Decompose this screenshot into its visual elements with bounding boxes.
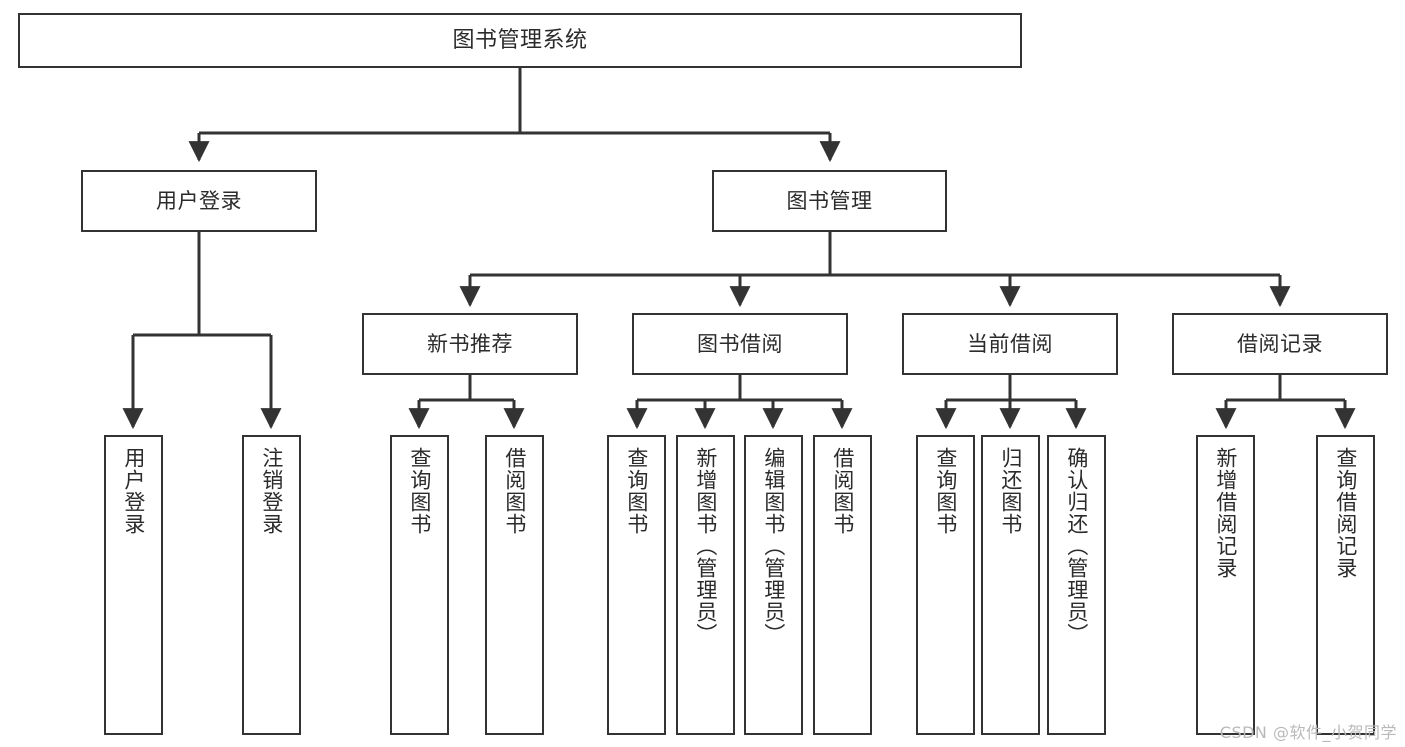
node-borrow-record[interactable]: 借阅记录 <box>1172 313 1388 375</box>
leaf-add-record-label: 新增借阅记录 <box>1213 447 1238 579</box>
leaf-confirm-return-label: 确认归还（管理员） <box>1064 447 1089 645</box>
node-new-book-recommend-label: 新书推荐 <box>427 331 513 356</box>
leaf-return-book-label: 归还图书 <box>998 447 1023 535</box>
node-current-borrow[interactable]: 当前借阅 <box>902 313 1118 375</box>
leaf-borrow-book-2[interactable]: 借阅图书 <box>813 435 872 735</box>
watermark: CSDN @软件_小贺同学 <box>1219 723 1397 742</box>
leaf-borrow-book-2-label: 借阅图书 <box>830 447 855 535</box>
leaf-return-book[interactable]: 归还图书 <box>981 435 1040 735</box>
leaf-query-book-3[interactable]: 查询图书 <box>916 435 975 735</box>
leaf-query-book-1-label: 查询图书 <box>407 447 432 535</box>
node-book-borrow[interactable]: 图书借阅 <box>632 313 848 375</box>
leaf-logout-label: 注销登录 <box>259 447 284 535</box>
leaf-user-login-label: 用户登录 <box>121 447 146 535</box>
node-book-borrow-label: 图书借阅 <box>697 331 783 356</box>
leaf-query-book-1[interactable]: 查询图书 <box>390 435 449 735</box>
leaf-query-book-2[interactable]: 查询图书 <box>607 435 666 735</box>
node-book-management-label: 图书管理 <box>786 188 873 213</box>
leaf-borrow-book-1[interactable]: 借阅图书 <box>485 435 544 735</box>
leaf-query-book-3-label: 查询图书 <box>933 447 958 535</box>
node-user-login-label: 用户登录 <box>156 188 242 213</box>
leaf-borrow-book-1-label: 借阅图书 <box>502 447 527 535</box>
node-root[interactable]: 图书管理系统 <box>18 13 1022 68</box>
leaf-add-book[interactable]: 新增图书（管理员） <box>676 435 735 735</box>
node-new-book-recommend[interactable]: 新书推荐 <box>362 313 578 375</box>
leaf-query-record[interactable]: 查询借阅记录 <box>1316 435 1375 735</box>
node-borrow-record-label: 借阅记录 <box>1237 331 1323 356</box>
leaf-edit-book[interactable]: 编辑图书（管理员） <box>744 435 803 735</box>
leaf-confirm-return[interactable]: 确认归还（管理员） <box>1047 435 1106 735</box>
node-current-borrow-label: 当前借阅 <box>967 331 1053 356</box>
leaf-add-record[interactable]: 新增借阅记录 <box>1196 435 1255 735</box>
leaf-query-book-2-label: 查询图书 <box>624 447 649 535</box>
leaf-user-login[interactable]: 用户登录 <box>104 435 163 735</box>
leaf-edit-book-label: 编辑图书（管理员） <box>761 447 786 645</box>
node-book-management[interactable]: 图书管理 <box>712 170 947 232</box>
node-user-login[interactable]: 用户登录 <box>81 170 317 232</box>
leaf-logout[interactable]: 注销登录 <box>242 435 301 735</box>
leaf-query-record-label: 查询借阅记录 <box>1333 447 1358 579</box>
node-root-label: 图书管理系统 <box>452 27 588 53</box>
leaf-add-book-label: 新增图书（管理员） <box>693 447 718 645</box>
